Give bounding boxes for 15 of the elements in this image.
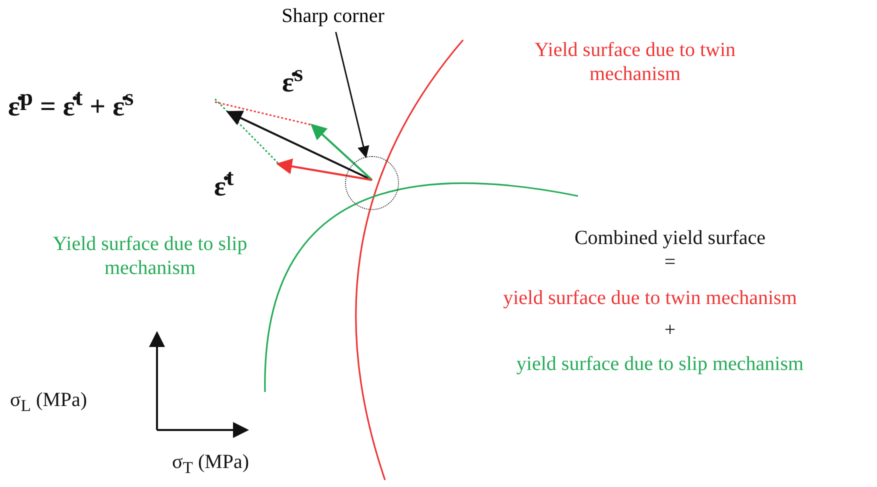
dotted-circle [345, 156, 399, 210]
caption-text: = [663, 250, 677, 274]
caption-text: Yield surface due to slip mechanism [52, 232, 248, 280]
leader-line [335, 32, 370, 158]
caption-text: yield surface due to slip mechanism [515, 352, 805, 376]
symbol-label: ε̇$^{t}$ [214, 164, 235, 204]
equation: ε̇$^{p}$ = ε̇$^{t}$ + ε̇$^{s}$ [8, 84, 135, 124]
caption-text: Yield surface due to twin mechanism [533, 38, 737, 86]
caption-text: + [663, 318, 677, 342]
callout-text: Sharp corner [268, 4, 398, 28]
axis-label: σ$_{L}$ (MPa) [10, 388, 88, 417]
symbol-label: ε̇$^{s}$ [282, 60, 304, 100]
caption-text: Combined yield surface [573, 226, 767, 250]
caption-text: yield surface due to twin mechanism [502, 286, 798, 310]
axis-label: σ$_{T}$ (MPa) [172, 450, 250, 479]
